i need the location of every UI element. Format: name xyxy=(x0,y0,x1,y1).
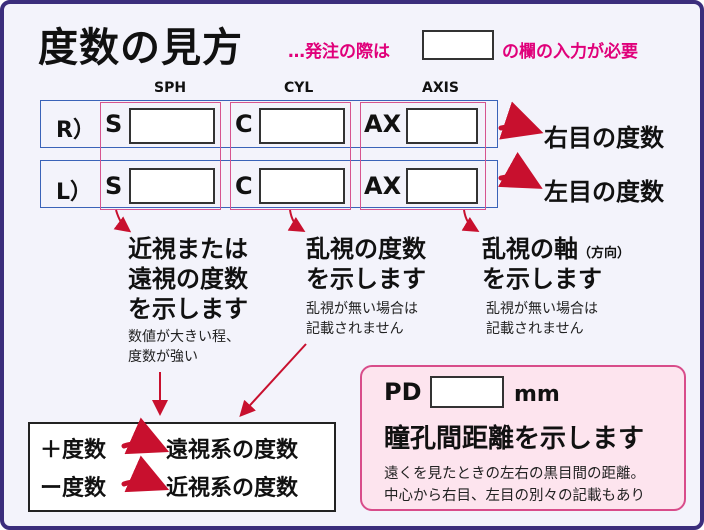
left-eye-arrow-icon xyxy=(498,151,543,189)
minus-power-meaning: 近視系の度数 xyxy=(166,476,299,501)
plus-power-label: ＋度数 xyxy=(40,438,107,463)
left-cyl-letter: C xyxy=(235,172,253,200)
power-sign-legend xyxy=(28,422,336,512)
sph-desc-line1: 近視または xyxy=(128,235,248,263)
cyl-column-group xyxy=(230,102,351,210)
right-axis-field[interactable] xyxy=(406,108,478,144)
sph-desc-line2: 遠視の度数 xyxy=(128,265,248,293)
note-prefix: …発注の際は xyxy=(288,42,390,62)
arrows-overlay xyxy=(113,101,544,493)
plus-legend-arrow-icon xyxy=(121,417,170,455)
right-cyl-field[interactable] xyxy=(259,108,345,144)
left-cyl-field[interactable] xyxy=(259,168,345,204)
left-axis-letter: AX xyxy=(364,172,402,200)
right-axis-letter: AX xyxy=(364,110,402,138)
cyl-desc-sub1: 乱視が無い場合は xyxy=(306,301,418,317)
right-eye-row xyxy=(40,100,498,148)
cyl-desc-line2: を示します xyxy=(306,265,426,293)
note-example-field xyxy=(422,30,494,60)
axis-desc-sub2: 記載されません xyxy=(486,321,584,337)
column-header-axis: AXIS xyxy=(422,80,459,96)
pd-info-box xyxy=(360,365,686,511)
sph-desc-sub2: 度数が強い xyxy=(128,349,198,365)
plus-power-meaning: 遠視系の度数 xyxy=(166,438,299,463)
sph-desc-line3: を示します xyxy=(128,295,248,323)
sph-column-group xyxy=(100,102,221,210)
cyl-desc-line1: 乱視の度数 xyxy=(306,235,426,263)
pd-sub2: 中心から右目、左目の別々の記載もあり xyxy=(384,488,645,504)
pd-field[interactable] xyxy=(430,376,504,408)
axis-desc-paren: （方向） xyxy=(578,246,631,261)
right-eye-power-label: 右目の度数 xyxy=(544,124,664,152)
cyl-to-legend-arrow-icon xyxy=(239,343,307,417)
axis-desc-line2: を示します xyxy=(482,265,602,293)
minus-legend-arrow-icon xyxy=(121,455,170,493)
axis-down-arrow-icon xyxy=(461,209,480,233)
left-eye-row xyxy=(40,160,498,208)
column-header-cyl: CYL xyxy=(284,80,314,96)
page-title: 度数の見方 xyxy=(38,25,243,71)
right-sph-field[interactable] xyxy=(129,108,215,144)
axis-desc-line1: 乱視の軸（方向） xyxy=(482,234,630,269)
right-cyl-letter: C xyxy=(235,110,253,138)
cyl-desc-sub2: 記載されません xyxy=(306,321,404,337)
axis-column-group xyxy=(360,102,486,210)
pd-headline: 瞳孔間距離を示します xyxy=(384,424,645,454)
right-eye-arrow-icon xyxy=(498,101,544,140)
left-sph-field[interactable] xyxy=(129,168,215,204)
right-eye-label: R） xyxy=(56,118,95,143)
left-eye-label: L） xyxy=(56,180,93,205)
left-sph-letter: S xyxy=(105,172,123,200)
pd-unit: mm xyxy=(514,382,560,407)
sph-down-arrow-icon xyxy=(113,209,132,233)
sph-desc-sub1: 数値が大きい程、 xyxy=(128,329,240,345)
note-suffix: の欄の入力が必要 xyxy=(502,42,638,62)
left-eye-power-label: 左目の度数 xyxy=(544,178,664,206)
axis-desc-sub1: 乱視が無い場合は xyxy=(486,301,598,317)
pd-sub1: 遠くを見たときの左右の黒目間の距離。 xyxy=(384,466,645,482)
minus-power-label: ー度数 xyxy=(40,476,107,501)
pd-label: PD xyxy=(384,378,422,406)
axis-desc-line1-text: 乱視の軸 xyxy=(482,235,578,263)
right-sph-letter: S xyxy=(105,110,123,138)
left-axis-field[interactable] xyxy=(406,168,478,204)
cyl-down-arrow-icon xyxy=(287,209,306,233)
column-header-sph: SPH xyxy=(154,80,187,96)
